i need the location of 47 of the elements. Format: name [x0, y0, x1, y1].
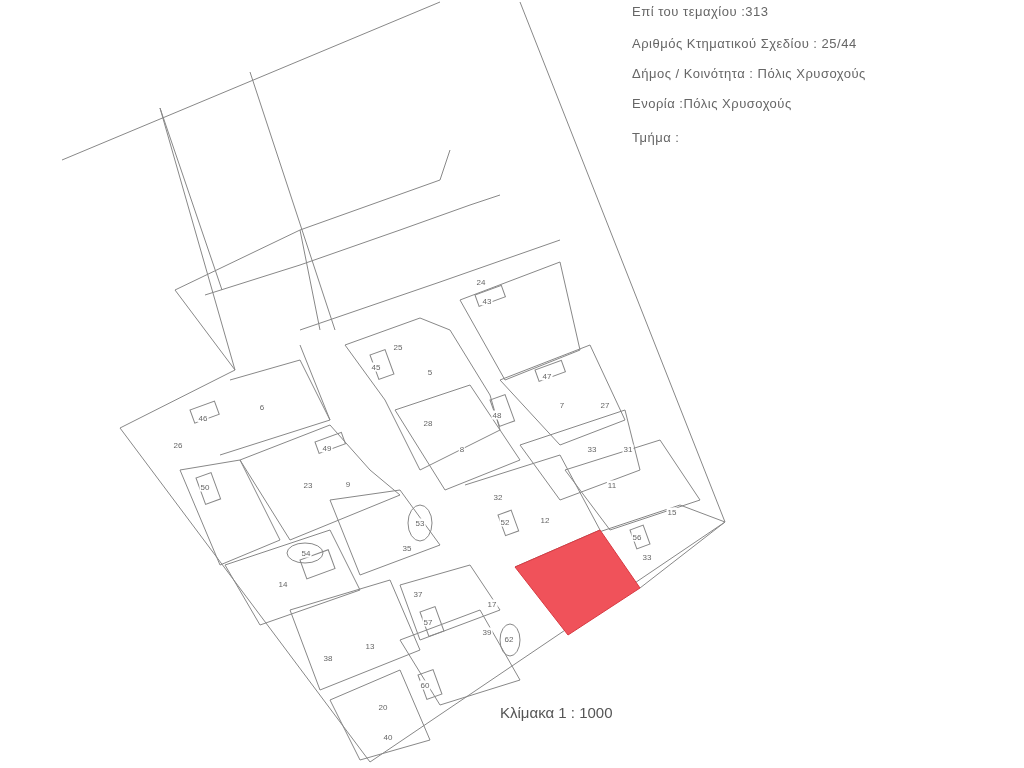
parcel-number: 52	[499, 517, 511, 527]
parcel-number: 38	[322, 653, 334, 663]
parcel-number: 50	[199, 482, 211, 492]
parcel-number: 43	[481, 296, 493, 306]
parcel-number: 57	[422, 617, 434, 627]
parcel-number: 46	[197, 413, 209, 423]
parcel-number: 54	[300, 548, 312, 558]
parcel-number: 33	[641, 552, 653, 562]
parcel-number: 8	[458, 444, 466, 454]
parcel-number: 47	[541, 371, 553, 381]
header-text: Δήμος / Κοινότητα : Πόλις Χρυσοχούς	[632, 66, 866, 81]
parcel-number: 9	[344, 479, 352, 489]
parcel-number: 62	[503, 634, 515, 644]
parcel-number: 40	[382, 732, 394, 742]
parcel-number: 31	[622, 444, 634, 454]
parcel-number: 49	[321, 443, 333, 453]
parcel-number: 35	[401, 543, 413, 553]
parcel-number: 27	[599, 400, 611, 410]
parcel-number: 12	[539, 515, 551, 525]
parcel-number: 26	[172, 440, 184, 450]
parcel-number: 23	[302, 480, 314, 490]
parcel-number: 39	[481, 627, 493, 637]
parcel-number: 24	[475, 277, 487, 287]
parcel-number: 6	[258, 402, 266, 412]
parcel-number: 28	[422, 418, 434, 428]
parcel-number: 7	[558, 400, 566, 410]
parcel-number: 48	[491, 410, 503, 420]
parcel-number: 56	[631, 532, 643, 542]
parcel-number: 25	[392, 342, 404, 352]
parcel-number: 11	[606, 480, 618, 490]
scale-text: Κλίμακα 1 : 1000	[500, 704, 613, 721]
parcel-number: 33	[586, 444, 598, 454]
header-text: Τμήμα :	[632, 130, 680, 145]
parcel-number: 53	[414, 518, 426, 528]
parcel-number: 37	[412, 589, 424, 599]
header-text: Ενορία :Πόλις Χρυσοχούς	[632, 96, 792, 111]
header-text: Αριθμός Κτηματικού Σχεδίου : 25/44	[632, 36, 857, 51]
parcel-number: 32	[492, 492, 504, 502]
parcel-number: 5	[426, 367, 434, 377]
parcel-number: 45	[370, 362, 382, 372]
parcel-number: 60	[419, 680, 431, 690]
parcel-number: 15	[666, 507, 678, 517]
parcel-number: 20	[377, 702, 389, 712]
parcel-number: 17	[486, 599, 498, 609]
parcel-number: 13	[364, 641, 376, 651]
header-text: Επί του τεμαχίου :313	[632, 4, 769, 19]
parcel-number: 14	[277, 579, 289, 589]
